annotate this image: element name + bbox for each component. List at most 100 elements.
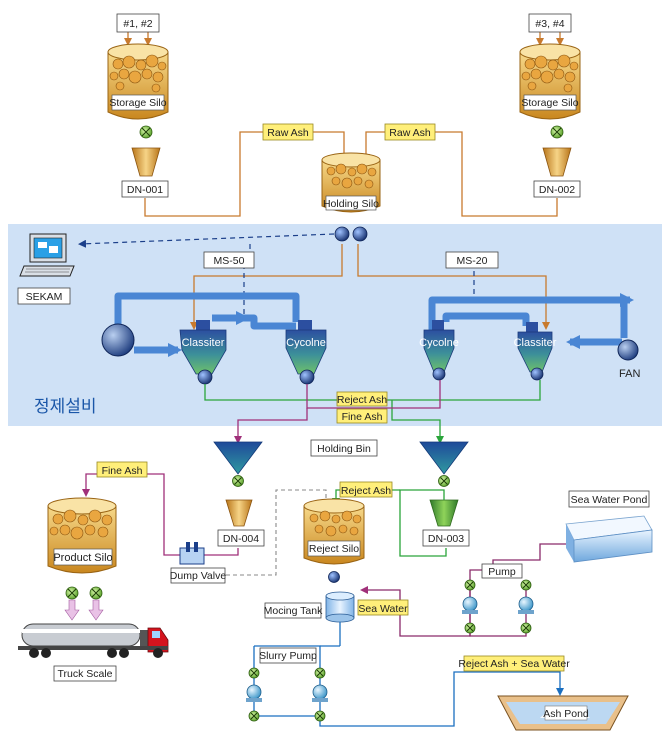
svg-text:Fine Ash: Fine Ash (342, 411, 383, 423)
sea-water-line (360, 543, 592, 637)
dn-001-hopper: DN-001 (121, 147, 169, 198)
tanker-truck-icon (18, 623, 169, 658)
ms-20-label: MS-20 (445, 251, 499, 269)
classifier-right: Classiter (514, 322, 557, 381)
input-tag-right: #3, #4 (528, 13, 572, 33)
svg-text:Mocing Tank: Mocing Tank (264, 605, 324, 617)
holding-bin-label: Holding Bin (310, 439, 378, 457)
svg-text:Classiter: Classiter (182, 337, 225, 349)
svg-text:Product Silo: Product Silo (53, 552, 112, 564)
svg-text:Holding Bin: Holding Bin (317, 443, 371, 455)
svg-text:DN-001: DN-001 (127, 184, 163, 196)
fine-ash-product-tag: Fine Ash (96, 461, 148, 478)
blower-icon[interactable] (101, 323, 135, 357)
svg-text:Storage Silo: Storage Silo (109, 97, 166, 109)
valve-icon[interactable] (139, 125, 153, 139)
fan-label: FAN (619, 368, 640, 380)
air-duct-right (428, 293, 634, 349)
svg-text:Reject Ash: Reject Ash (337, 394, 387, 406)
mixing-tank-label: Mocing Tank (264, 602, 324, 619)
valve-icon[interactable] (248, 667, 260, 679)
valve-icon[interactable] (65, 586, 79, 600)
rotary-valve-icon[interactable] (328, 571, 340, 583)
loading-spouts (64, 599, 104, 621)
pump-icon[interactable] (462, 596, 478, 614)
svg-text:#1, #2: #1, #2 (123, 18, 152, 30)
pump-icon[interactable] (246, 684, 262, 702)
truck-scale-label: Truck Scale (53, 665, 117, 682)
storage-silo-right: Storage Silo (519, 43, 581, 120)
fine-ash-lines (234, 380, 441, 444)
cyclone-left: Cycolne (285, 320, 327, 385)
process-area-label: 정제설비 (34, 397, 97, 417)
fine-ash-tag: Fine Ash (336, 408, 388, 424)
valve-icon[interactable] (464, 622, 476, 634)
valve-icon[interactable] (464, 579, 476, 591)
svg-text:Holding Silo: Holding Silo (323, 198, 379, 210)
svg-text:Storage Silo: Storage Silo (521, 97, 578, 109)
svg-text:Cycolne: Cycolne (419, 337, 459, 349)
fine-ash-to-product (82, 473, 239, 556)
sea-water-pond (565, 515, 653, 563)
dn-002-hopper: DN-002 (533, 147, 581, 198)
svg-text:SEKAM: SEKAM (26, 291, 63, 303)
dump-valve-label: Dump Valve (170, 567, 227, 584)
input-tag-left: #1, #2 (116, 13, 160, 33)
svg-text:Truck Scale: Truck Scale (57, 668, 112, 680)
raw-ash-tag-right: Raw Ash (384, 123, 436, 141)
valve-icon[interactable] (89, 586, 103, 600)
svg-text:Cycolne: Cycolne (286, 337, 326, 349)
sekam-label: SEKAM (17, 287, 71, 305)
svg-text:MS-50: MS-50 (214, 255, 245, 267)
dump-valve-icon[interactable] (179, 542, 205, 565)
slurry-pump-label: Slurry Pump (259, 647, 317, 664)
raw-ash-tag-left: Raw Ash (262, 123, 314, 141)
ash-pond: Ash Pond (497, 695, 629, 731)
svg-text:Reject Ash + Sea Water: Reject Ash + Sea Water (458, 658, 570, 670)
svg-text:Raw Ash: Raw Ash (267, 127, 309, 139)
reject-ash-tag: Reject Ash (336, 391, 388, 407)
storage-silo-left: Storage Silo (107, 43, 169, 120)
reject-ash-sea-water-tag: Reject Ash + Sea Water (458, 655, 570, 672)
mixing-tank (325, 591, 355, 623)
valve-icon[interactable] (248, 710, 260, 722)
svg-text:Classiter: Classiter (514, 337, 557, 349)
reject-silo: Reject Silo (303, 498, 365, 565)
valve-icon[interactable] (520, 579, 532, 591)
svg-text:Pump: Pump (488, 566, 516, 578)
product-silo: Product Silo (47, 497, 117, 574)
holding-silo: Holding Silo (321, 152, 381, 213)
svg-text:MS-20: MS-20 (457, 255, 488, 267)
air-duct-left (114, 292, 300, 357)
valve-icon[interactable] (232, 475, 244, 487)
valve-icon[interactable] (520, 622, 532, 634)
pump-icon[interactable] (518, 596, 534, 614)
svg-text:DN-004: DN-004 (223, 533, 259, 545)
svg-text:Sea Water: Sea Water (358, 603, 408, 615)
classifier-left: Classiter (179, 320, 227, 385)
computer-icon[interactable] (19, 233, 75, 277)
valve-icon[interactable] (314, 710, 326, 722)
svg-text:Dump Valve: Dump Valve (170, 570, 227, 582)
rotary-valve-icon[interactable] (352, 226, 368, 242)
pump-label: Pump (481, 563, 523, 579)
cyclone-right: Cycolne (419, 320, 459, 381)
fine-ash-bin (213, 441, 263, 475)
sea-water-tag: Sea Water (357, 599, 409, 616)
valve-icon[interactable] (550, 125, 564, 139)
rotary-valve-icon[interactable] (334, 226, 350, 242)
svg-text:Raw Ash: Raw Ash (389, 127, 431, 139)
ms-50-label: MS-50 (203, 251, 255, 269)
dn-004-hopper: DN-004 (217, 499, 265, 547)
svg-text:DN-002: DN-002 (539, 184, 575, 196)
valve-icon[interactable] (438, 475, 450, 487)
valve-icon[interactable] (314, 667, 326, 679)
dn-003-hopper: DN-003 (422, 499, 470, 547)
reject-ash-bin-tag: Reject Ash (339, 481, 393, 498)
fan-icon[interactable] (617, 339, 639, 361)
svg-text:Ash Pond: Ash Pond (543, 708, 589, 720)
pump-icon[interactable] (312, 684, 328, 702)
sea-water-pond-label: Sea Water Pond (568, 490, 650, 508)
svg-text:Fine Ash: Fine Ash (102, 465, 143, 477)
